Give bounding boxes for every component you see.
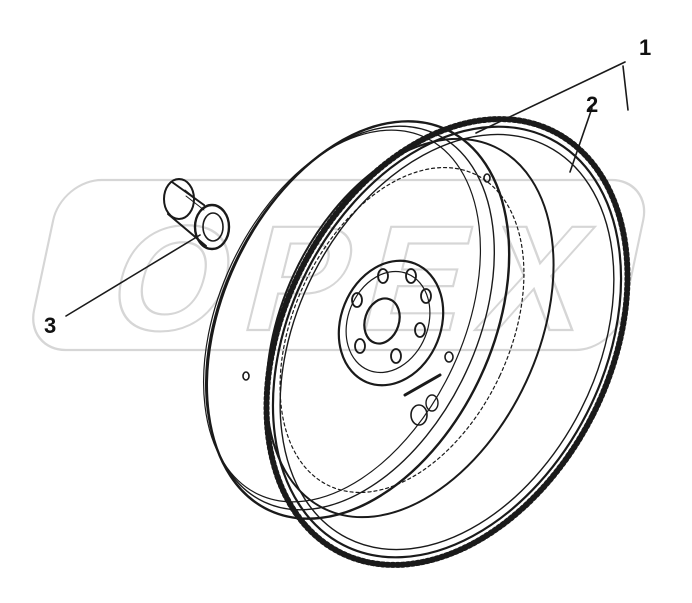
callout-2: 2: [586, 92, 598, 117]
leader-line-3: [65, 234, 201, 317]
pilot-bushing: [163, 178, 231, 251]
ring-gear: [263, 116, 631, 568]
callout-3: 3: [44, 313, 56, 338]
callout-labels: 1 2 3: [44, 35, 651, 338]
leader-line-1-branch: [622, 65, 629, 111]
callout-1: 1: [639, 35, 651, 60]
leader-lines: [65, 61, 629, 317]
leader-line-2: [569, 107, 593, 173]
leader-line-1: [475, 61, 626, 134]
